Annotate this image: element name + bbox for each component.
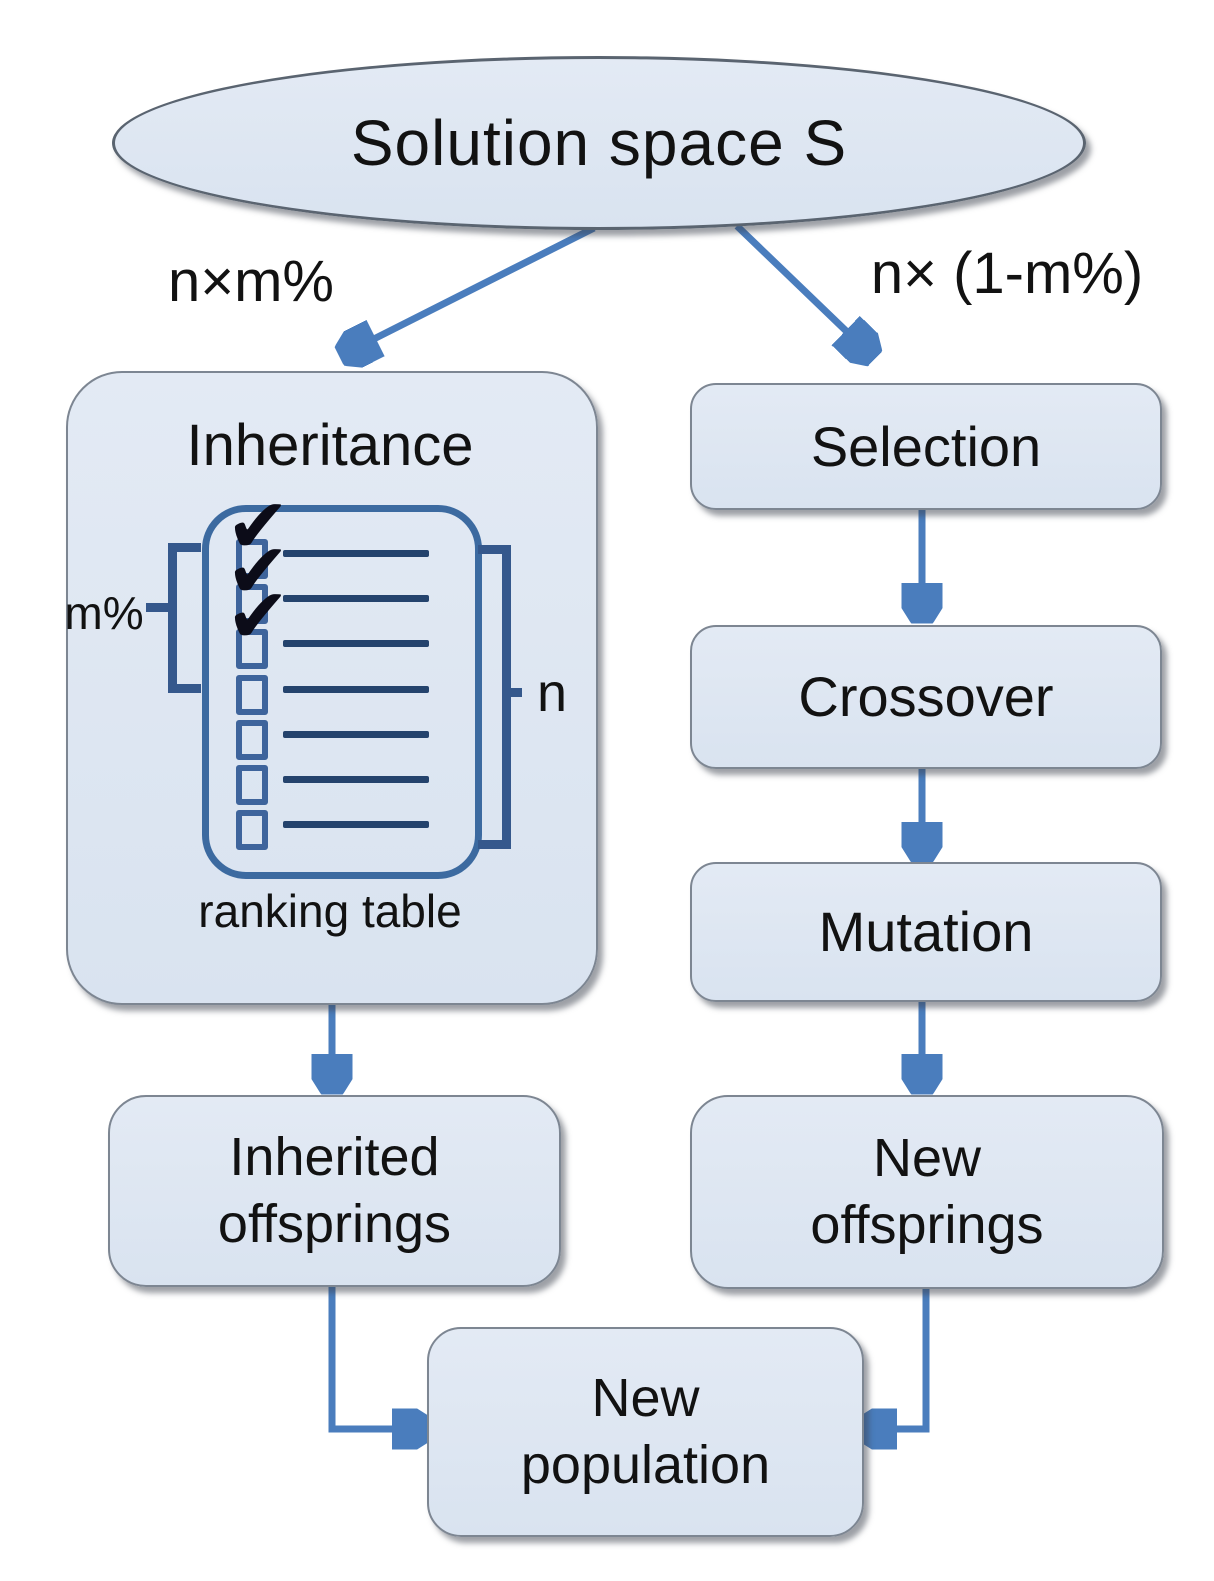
ranking-row-line xyxy=(283,686,429,693)
check-icon: ✔ xyxy=(226,574,290,659)
ranking-row-line xyxy=(283,550,429,557)
inherited-offsprings-label: Inherited offsprings xyxy=(217,1126,452,1255)
m-percent-label: m% xyxy=(64,587,144,639)
node-new-population: New population xyxy=(427,1327,864,1537)
checkbox-square-icon xyxy=(236,810,268,850)
node-solution-space: Solution space S xyxy=(112,56,1086,230)
ranking-row-line xyxy=(283,595,429,602)
checkbox-square-icon xyxy=(236,629,268,669)
node-crossover: Crossover xyxy=(690,625,1162,769)
n-bracket xyxy=(478,545,511,849)
branch-label-left: n×m% xyxy=(167,249,334,314)
n-bracket-tick xyxy=(502,688,522,697)
ranking-table-caption: ranking table xyxy=(198,885,462,937)
ranking-row-line xyxy=(283,776,429,783)
node-mutation: Mutation xyxy=(690,862,1162,1002)
inheritance-title: Inheritance xyxy=(186,413,474,478)
crossover-label: Crossover xyxy=(798,665,1054,728)
node-inherited-offsprings: Inherited offsprings xyxy=(108,1095,561,1287)
m-percent-bracket xyxy=(168,543,201,693)
ranking-row-line xyxy=(283,731,429,738)
selection-label: Selection xyxy=(810,414,1042,478)
arrow-new-offsprings-to-new-population xyxy=(866,1287,930,1429)
branch-label-right: n× (1-m%) xyxy=(870,241,1144,306)
check-icon: ✔ xyxy=(226,529,290,614)
check-icon: ✔ xyxy=(226,484,290,569)
new-population-label: New population xyxy=(520,1367,771,1496)
arrow-inherited-to-new-population xyxy=(328,1285,423,1429)
checkbox-square-icon xyxy=(236,584,268,624)
mutation-label: Mutation xyxy=(818,900,1034,963)
checkbox-square-icon xyxy=(236,765,268,805)
ranking-table-icon xyxy=(202,505,482,879)
solution-space-label: Solution space S xyxy=(350,107,848,179)
n-label: n xyxy=(536,663,568,723)
node-selection: Selection xyxy=(690,383,1162,510)
checkbox-square-icon xyxy=(236,720,268,760)
arrow-solution-to-inheritance xyxy=(348,224,596,352)
m-percent-bracket-tick xyxy=(146,603,170,612)
new-offsprings-label: New offsprings xyxy=(810,1127,1044,1256)
checkbox-square-icon xyxy=(236,539,268,579)
node-new-offsprings: New offsprings xyxy=(690,1095,1164,1289)
ranking-row-line xyxy=(283,821,429,828)
checkbox-square-icon xyxy=(236,675,268,715)
ranking-row-line xyxy=(283,640,429,647)
